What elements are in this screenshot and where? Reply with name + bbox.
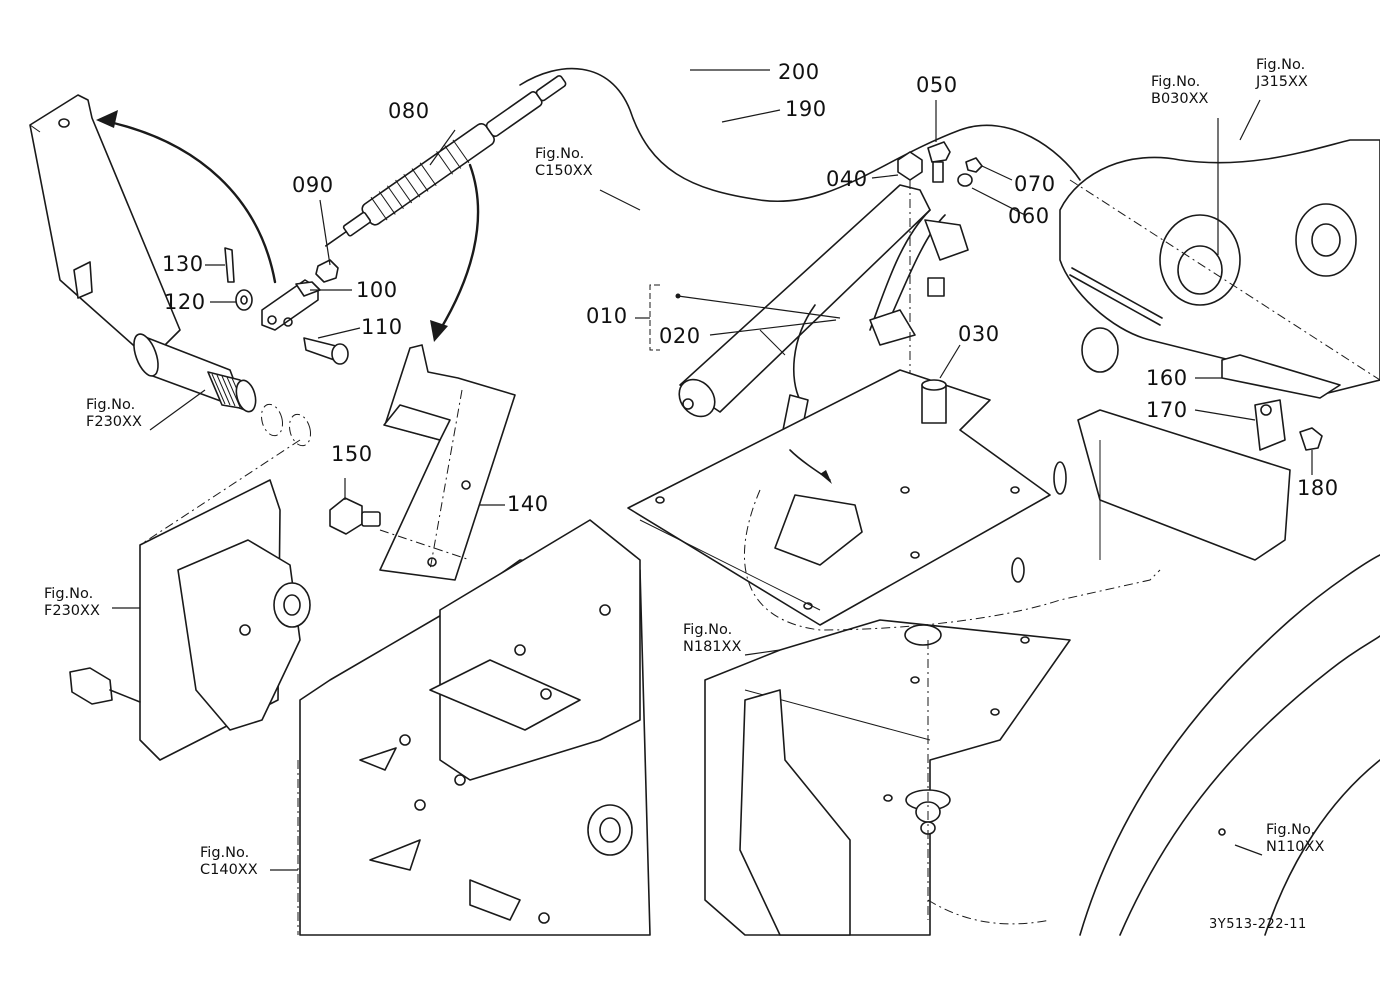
- part-number-160: 160: [1146, 366, 1188, 390]
- drawing-number: 3Y513-222-11: [1209, 917, 1307, 932]
- center-panel: [704, 489, 1161, 936]
- leader-lines: [112, 69, 1313, 871]
- part-number-150: 150: [331, 442, 373, 466]
- clevis-pin: [224, 247, 349, 365]
- part-number-200: 200: [778, 60, 820, 84]
- figure-ref-f230xx-upper: Fig.No. F230XX: [86, 397, 142, 430]
- part-number-090: 090: [292, 173, 334, 197]
- transmission-case: [69, 439, 651, 936]
- cable-assembly: [324, 67, 1081, 342]
- part-number-030: 030: [958, 322, 1000, 346]
- part-number-050: 050: [916, 73, 958, 97]
- right-frame: [1011, 409, 1380, 936]
- part-number-110: 110: [361, 315, 403, 339]
- figure-ref-c150xx: Fig.No. C150XX: [535, 146, 593, 179]
- part-number-180: 180: [1297, 476, 1339, 500]
- part-number-010: 010: [586, 304, 628, 328]
- part-number-120: 120: [164, 290, 206, 314]
- right-housing: [1059, 139, 1380, 451]
- part-number-080: 080: [388, 99, 430, 123]
- part-number-190: 190: [785, 97, 827, 121]
- part-number-140: 140: [507, 492, 549, 516]
- part-number-020: 020: [659, 324, 701, 348]
- cover-plate: [329, 344, 516, 581]
- figure-ref-n110xx: Fig.No. N110XX: [1266, 822, 1325, 855]
- pedal-arm: [29, 94, 312, 447]
- part-number-130: 130: [162, 252, 204, 276]
- part-number-170: 170: [1146, 398, 1188, 422]
- part-number-040: 040: [826, 167, 868, 191]
- figure-ref-j315xx: Fig.No. J315XX: [1256, 57, 1308, 90]
- figure-ref-n181xx: Fig.No. N181XX: [683, 622, 742, 655]
- part-number-060: 060: [1008, 204, 1050, 228]
- figure-ref-b030xx: Fig.No. B030XX: [1151, 74, 1209, 107]
- figure-ref-c140xx: Fig.No. C140XX: [200, 845, 258, 878]
- part-number-100: 100: [356, 278, 398, 302]
- base-plate: [627, 369, 1051, 626]
- part-number-070: 070: [1014, 172, 1056, 196]
- figure-ref-f230xx-lower: Fig.No. F230XX: [44, 586, 100, 619]
